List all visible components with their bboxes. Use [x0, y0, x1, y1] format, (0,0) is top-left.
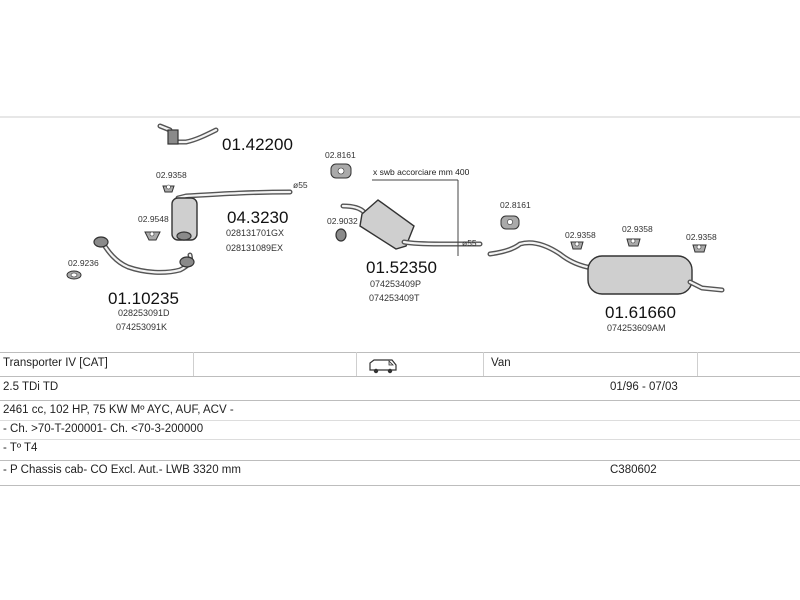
clip-label: 02.9358 — [622, 224, 653, 234]
clip-label: 02.9358 — [156, 170, 187, 180]
clip-02-8161-b[interactable] — [500, 215, 520, 230]
front-pipe-part[interactable] — [93, 236, 195, 275]
van-icon — [368, 358, 398, 377]
body-type: Van — [491, 357, 511, 369]
clip-label: 02.8161 — [500, 200, 531, 210]
type-code: - Tº T4 — [3, 442, 38, 454]
front-code-2: 074253091K — [116, 322, 167, 332]
cat-code-1: 028131701GX — [226, 228, 284, 238]
middle-silencer-part[interactable] — [340, 199, 483, 250]
catalog-code: C380602 — [610, 464, 657, 476]
clip-label: 02.9358 — [686, 232, 717, 242]
middle-code-2: 074253409T — [369, 293, 420, 303]
middle-part-number: 01.52350 — [366, 258, 437, 277]
catalytic-converter-part[interactable] — [171, 189, 293, 241]
model-name: Transporter IV [CAT] — [3, 357, 108, 369]
chassis-range: - Ch. >70-T-200001- Ch. <70-3-200000 — [3, 423, 204, 435]
year-range: 01/96 - 07/03 — [610, 381, 678, 393]
intake-pipe-part[interactable] — [157, 123, 219, 145]
clip-02-9358-b[interactable] — [570, 241, 584, 250]
middle-code-1: 074253409P — [370, 279, 421, 289]
cat-part-number: 04.3230 — [227, 208, 288, 227]
shorten-note: x swb accorciare mm 400 — [373, 167, 470, 177]
rear-silencer-part[interactable] — [487, 240, 725, 295]
clip-label: 02.9032 — [327, 216, 358, 226]
clip-label: 02.9236 — [68, 258, 99, 268]
clip-label: 02.8161 — [325, 150, 356, 160]
rear-code-1: 074253609AM — [607, 323, 666, 333]
engine-specs: 2461 cc, 102 HP, 75 KW Mº AYC, AUF, ACV … — [3, 404, 234, 416]
intake-part-number: 01.42200 — [222, 135, 293, 154]
clip-02-9548[interactable] — [144, 231, 161, 241]
front-part-number: 01.10235 — [108, 289, 179, 308]
rear-part-number: 01.61660 — [605, 303, 676, 322]
variant-info: - P Chassis cab- CO Excl. Aut.- LWB 3320… — [3, 464, 241, 476]
clip-02-9358-c[interactable] — [626, 238, 641, 247]
clip-02-9358-a[interactable] — [162, 184, 175, 193]
cat-code-2: 028131089EX — [226, 243, 283, 253]
clip-02-8161-a[interactable] — [330, 163, 352, 179]
clip-02-9358-d[interactable] — [692, 244, 707, 253]
clip-02-9236[interactable] — [66, 270, 82, 280]
engine: 2.5 TDi TD — [3, 381, 59, 393]
clip-label: 02.9358 — [565, 230, 596, 240]
clip-02-9032[interactable] — [335, 228, 347, 242]
diameter-label: ø55 — [462, 238, 477, 248]
exhaust-system-diagram: 01.42200 02.9236 01.10235 028253091D 074… — [0, 116, 800, 333]
clip-label: 02.9548 — [138, 214, 169, 224]
diameter-label: ø55 — [293, 180, 308, 190]
front-code-1: 028253091D — [118, 308, 170, 318]
